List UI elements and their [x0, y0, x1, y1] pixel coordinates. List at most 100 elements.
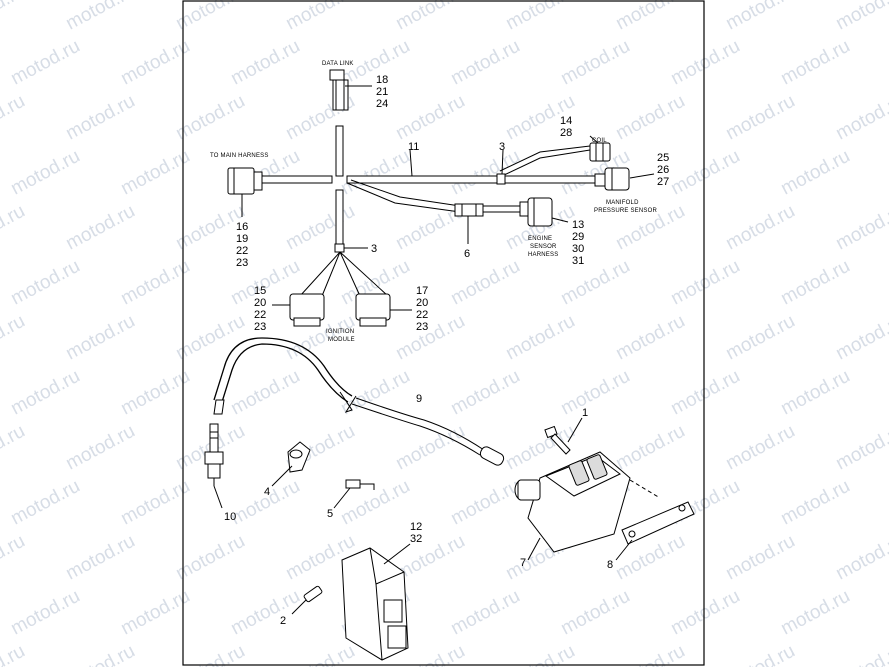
label-ignition: IGNITION: [326, 329, 354, 335]
callout-3-lower: 3: [371, 243, 377, 255]
callout-28: 28: [560, 127, 572, 139]
label-manifold: MANIFOLD: [606, 200, 639, 206]
data-link-connector: [329, 69, 349, 111]
callout-7: 7: [520, 557, 526, 569]
callout-22-left: 22: [254, 309, 266, 321]
watermark-text: motod.ru: [0, 311, 29, 365]
watermark-text: motod.ru: [667, 36, 743, 90]
callout-2: 2: [280, 615, 286, 627]
watermark-text: motod.ru: [117, 146, 193, 200]
watermark-text: motod.ru: [392, 311, 468, 365]
callout-9: 9: [416, 393, 422, 405]
callout-25: 25: [657, 152, 669, 164]
watermark-text: motod.ru: [7, 476, 83, 530]
callout-30: 30: [572, 243, 584, 255]
watermark-text: motod.ru: [62, 201, 138, 255]
main-harness-connector: [227, 167, 263, 195]
watermark-text: motod.ru: [7, 366, 83, 420]
harness-clip-upper: [496, 173, 506, 185]
watermark-text: motod.ru: [502, 0, 578, 34]
watermark-text: motod.ru: [282, 201, 358, 255]
harness-branch-left: [261, 175, 333, 184]
watermark-text: motod.ru: [832, 531, 889, 585]
watermark-text: motod.ru: [172, 531, 248, 585]
watermark-text: motod.ru: [117, 36, 193, 90]
watermark-text: motod.ru: [0, 91, 29, 145]
callout-20-right: 20: [416, 297, 428, 309]
harness-main-trunk: [346, 175, 596, 184]
callout-23: 23: [236, 257, 248, 269]
map-sensor-connector: [594, 167, 630, 191]
watermark-text: motod.ru: [7, 586, 83, 640]
watermark-text: motod.ru: [722, 311, 798, 365]
harness-branch-upper: [335, 125, 344, 177]
watermark-text: motod.ru: [722, 641, 798, 667]
callout-11: 11: [408, 141, 419, 153]
conduit-sleeve: [454, 203, 484, 217]
harness-branch-lower: [335, 189, 344, 247]
ignition-connector-left: [289, 293, 325, 327]
callout-5: 5: [327, 508, 333, 520]
label-pressure-sensor: PRESSURE SENSOR: [594, 208, 657, 214]
watermark-text: motod.ru: [62, 0, 138, 34]
watermark-text: motod.ru: [612, 0, 688, 34]
coil-branch-wire: [499, 149, 591, 178]
watermark-text: motod.ru: [612, 421, 688, 475]
callout-22: 22: [236, 245, 248, 257]
watermark-text: motod.ru: [227, 476, 303, 530]
coil-bracket: [615, 479, 695, 561]
callout-10: 10: [224, 511, 236, 523]
callout-14: 14: [560, 115, 572, 127]
callout-32: 32: [410, 533, 422, 545]
watermark-text: motod.ru: [392, 421, 468, 475]
watermark-text: motod.ru: [612, 531, 688, 585]
watermark-text: motod.ru: [62, 641, 138, 667]
callout-27: 27: [657, 176, 669, 188]
watermark-text: motod.ru: [7, 256, 83, 310]
ignition-coil: [514, 451, 631, 561]
watermark-text: motod.ru: [62, 311, 138, 365]
callout-3-upper: 3: [499, 141, 505, 153]
watermark-text: motod.ru: [172, 641, 248, 667]
callout-17: 17: [416, 285, 428, 297]
watermark-text: motod.ru: [777, 586, 853, 640]
watermark-text: motod.ru: [832, 91, 889, 145]
label-harness: HARNESS: [528, 252, 558, 258]
screw: [291, 585, 323, 615]
callout-24: 24: [376, 98, 388, 110]
callout-20-left: 20: [254, 297, 266, 309]
callout-26: 26: [657, 164, 669, 176]
watermark-text: motod.ru: [0, 0, 29, 34]
watermark-text: motod.ru: [722, 531, 798, 585]
watermark-text: motod.ru: [0, 421, 29, 475]
callout-4: 4: [264, 486, 270, 498]
watermark-text: motod.ru: [777, 146, 853, 200]
engine-sensor-connector: [519, 197, 553, 227]
watermark-text: motod.ru: [117, 366, 193, 420]
watermark-text: motod.ru: [667, 146, 743, 200]
watermark-text: motod.ru: [282, 641, 358, 667]
wiring-harness: [227, 69, 655, 327]
watermark-text: motod.ru: [337, 146, 413, 200]
watermark-text: motod.ru: [227, 366, 303, 420]
ignition-connector-right: [355, 293, 391, 327]
watermark-text: motod.ru: [777, 366, 853, 420]
watermark-text: motod.ru: [117, 586, 193, 640]
watermark-text: motod.ru: [447, 366, 523, 420]
watermark-text: motod.ru: [832, 641, 889, 667]
label-module: MODULE: [328, 337, 355, 343]
watermark-text: motod.ru: [722, 91, 798, 145]
watermark-text: motod.ru: [172, 91, 248, 145]
watermark-text: motod.ru: [612, 641, 688, 667]
watermark-text: motod.ru: [392, 91, 468, 145]
watermark-text: motod.ru: [502, 641, 578, 667]
watermark-text: motod.ru: [7, 36, 83, 90]
coil-connector: [589, 142, 611, 162]
callout-22-right: 22: [416, 309, 428, 321]
mounting-bolt: [544, 417, 583, 455]
watermark-text: motod.ru: [0, 201, 29, 255]
watermark-text: motod.ru: [722, 201, 798, 255]
watermark-text: motod.ru: [227, 36, 303, 90]
